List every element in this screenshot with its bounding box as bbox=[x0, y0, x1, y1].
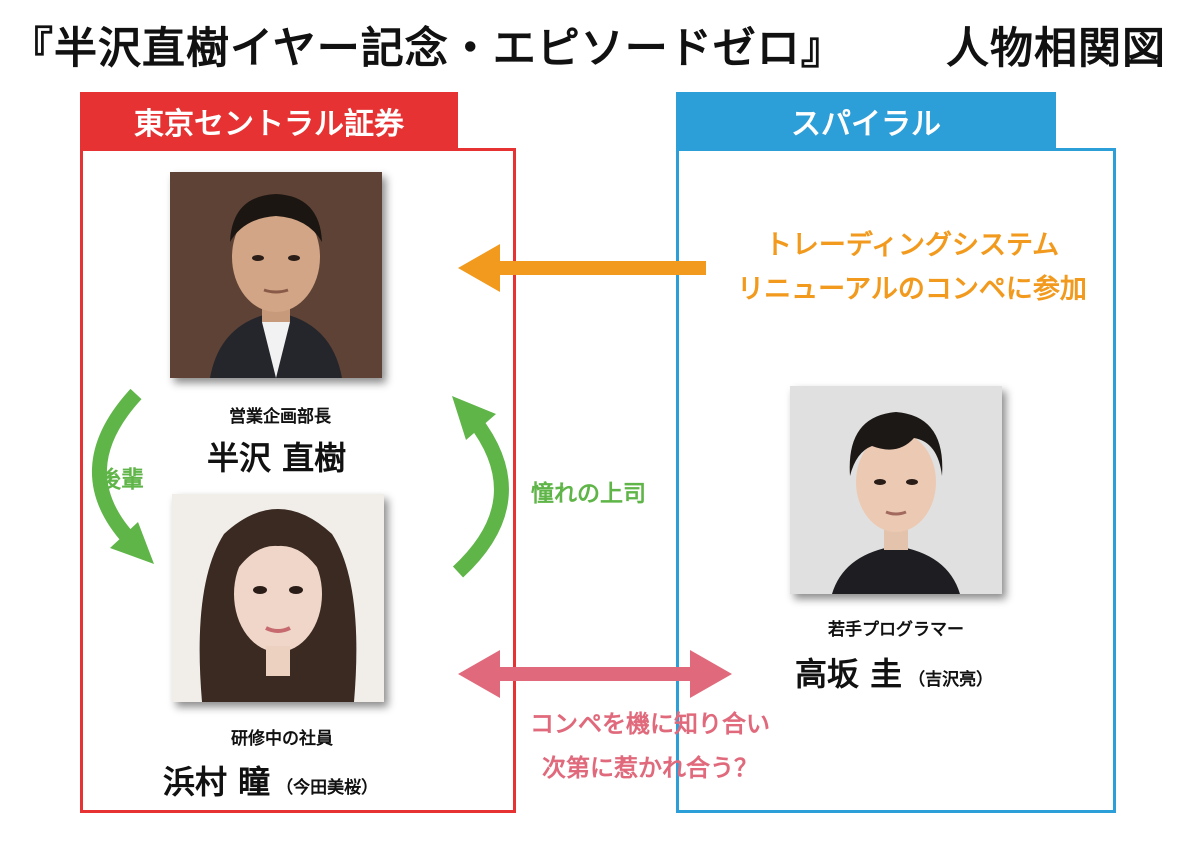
arrow-junior bbox=[92, 388, 154, 564]
label-competition-line2: リニューアルのコンペに参加 bbox=[737, 274, 1087, 305]
role-takasaka: 若手プログラマー bbox=[828, 620, 964, 640]
name-hamamura: 浜村 瞳 bbox=[163, 763, 271, 801]
role-hamamura: 研修中の社員 bbox=[231, 729, 333, 749]
arrow-admired bbox=[452, 396, 509, 578]
actor-takasaka: （吉沢亮） bbox=[908, 670, 994, 690]
name-hanzawa: 半沢 直樹 bbox=[207, 439, 347, 477]
portrait-hamamura bbox=[172, 494, 384, 702]
actor-hamamura: （今田美桜） bbox=[276, 778, 379, 798]
label-attraction-line1: コンペを機に知り合い bbox=[530, 710, 770, 738]
arrow-competition bbox=[458, 244, 706, 292]
portrait-hanzawa bbox=[170, 172, 382, 378]
name-hamamura-line: 浜村 瞳（今田美桜） bbox=[163, 757, 378, 803]
name-takasaka-line: 高坂 圭（吉沢亮） bbox=[795, 649, 993, 695]
org-tab-spiral: スパイラル bbox=[676, 92, 1056, 150]
label-competition-line1: トレーディングシステム bbox=[764, 230, 1060, 261]
role-hanzawa: 営業企画部長 bbox=[229, 407, 331, 427]
label-attraction-line2: 次第に惹かれ合う？ bbox=[542, 754, 758, 782]
portrait-takasaka bbox=[790, 386, 1002, 594]
arrow-attraction bbox=[458, 650, 732, 698]
label-admired: 憧れの上司 bbox=[531, 481, 646, 507]
org-tab-tokyo-central: 東京セントラル証券 bbox=[80, 92, 458, 150]
title-sub: 人物相関図 bbox=[946, 24, 1166, 74]
label-attraction: コンペを機に知り合い 次第に惹かれ合う？ bbox=[500, 702, 800, 790]
label-junior: 後輩 bbox=[98, 467, 144, 493]
title-main: 『半沢直樹イヤー記念・エピソードゼロ』 bbox=[10, 24, 845, 74]
name-takasaka: 高坂 圭 bbox=[795, 655, 903, 693]
label-competition: トレーディングシステム リニューアルのコンペに参加 bbox=[708, 224, 1116, 312]
